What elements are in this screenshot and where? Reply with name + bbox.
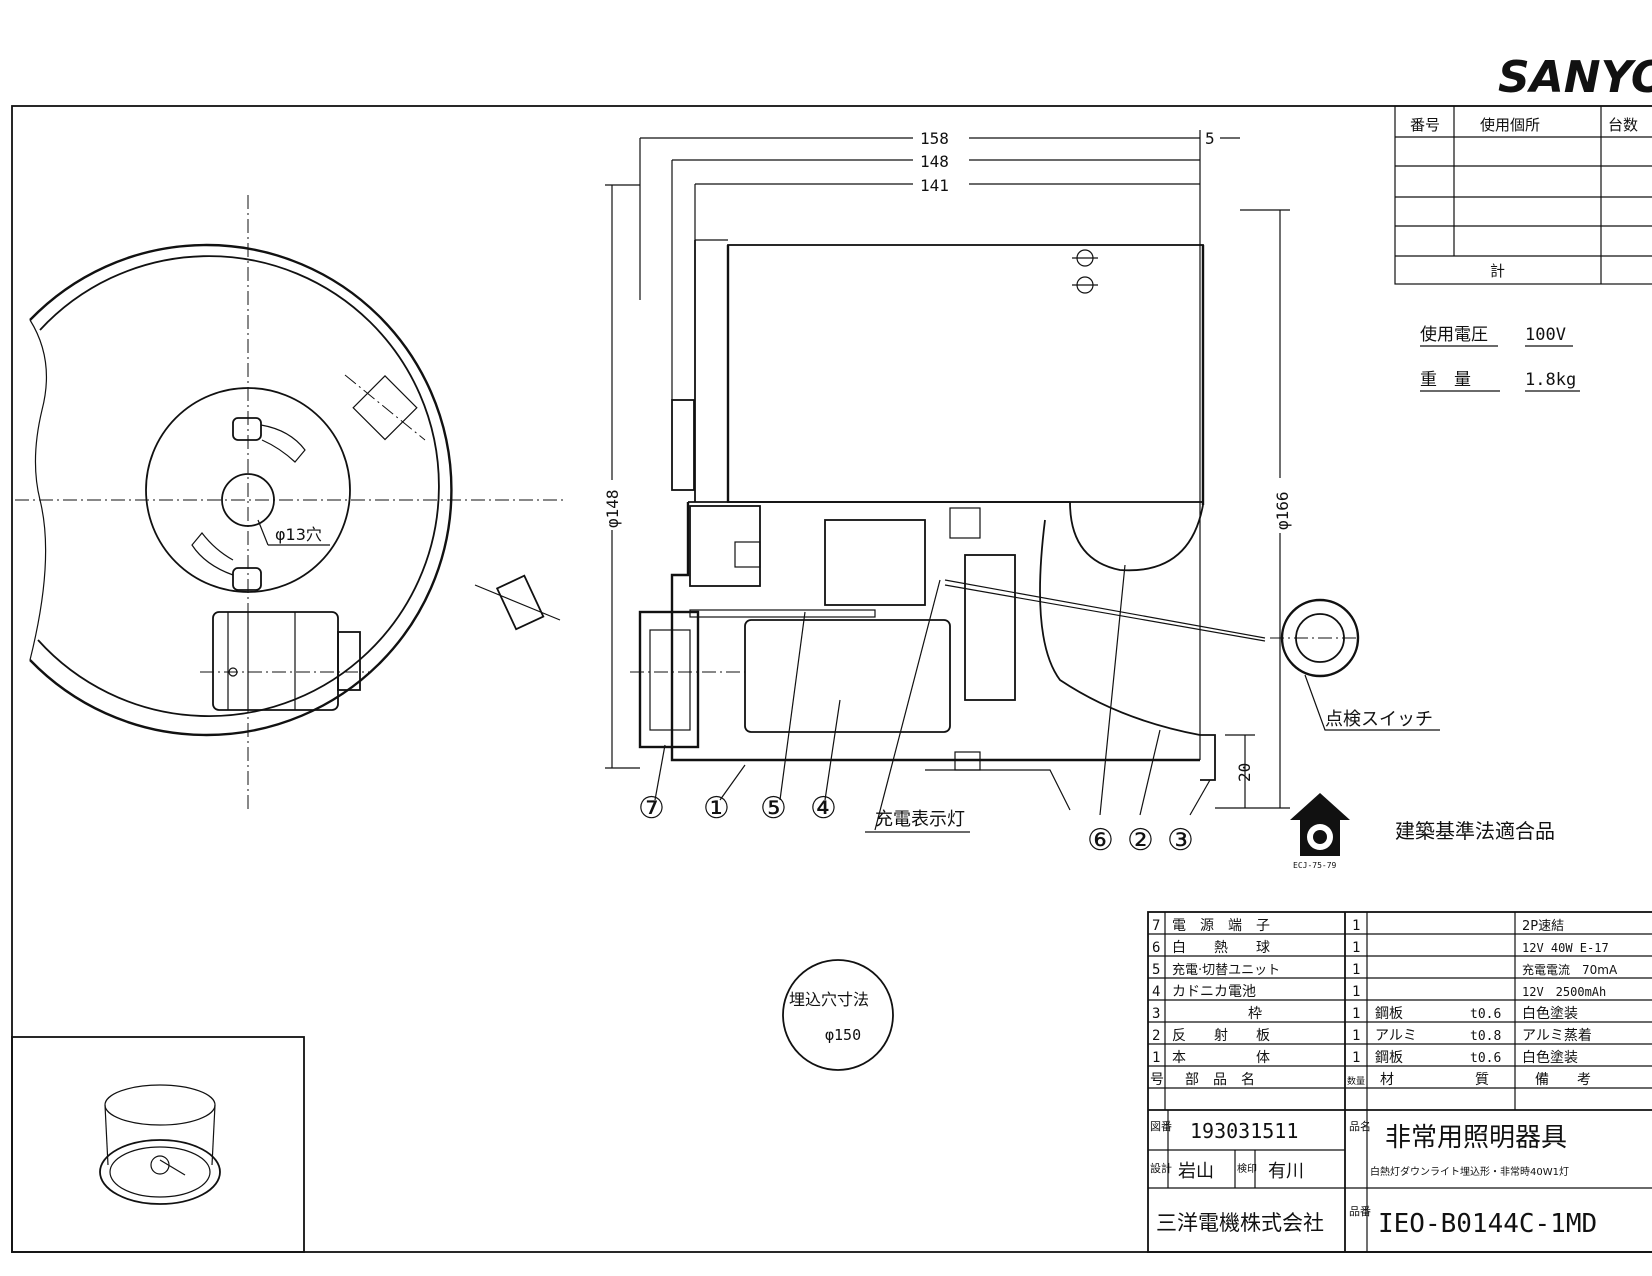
part-row-2-material: アルミ xyxy=(1375,1028,1417,1044)
hole-dim-label: φ13穴 xyxy=(275,525,322,544)
part-row-4-qty: 1 xyxy=(1352,984,1360,1000)
approve-label: 検印 xyxy=(1237,1162,1257,1175)
part-row-1-thick: t0.6 xyxy=(1470,1051,1501,1066)
product-name-label: 品名 xyxy=(1349,1119,1371,1133)
usage-table: 番号 使用個所 台数 計 xyxy=(1394,105,1652,285)
weight-value: 1.8kg xyxy=(1525,370,1576,390)
compliance-code: ECJ-75-79 xyxy=(1293,861,1337,870)
section-view: 158 148 141 5 xyxy=(598,126,1360,811)
cutout-value: φ150 xyxy=(825,1026,861,1044)
part-row-1-no: 1 xyxy=(1152,1050,1160,1066)
product-name: 非常用照明器具 xyxy=(1385,1123,1567,1153)
callout-5: ⑤ xyxy=(760,791,787,826)
part-row-1-material: 鋼板 xyxy=(1375,1050,1403,1066)
part-row-2-no: 2 xyxy=(1152,1028,1160,1044)
part-row-6-no: 6 xyxy=(1152,940,1160,956)
parts-header-no: 号 xyxy=(1150,1072,1164,1088)
usage-header-count: 台数 xyxy=(1608,116,1638,134)
part-row-5-name: 充電·切替ユニット xyxy=(1172,962,1280,978)
dim-dia-148: φ148 xyxy=(603,489,622,528)
brand-logo: SANYO xyxy=(1498,52,1652,103)
drawing-no-label: 図番 xyxy=(1150,1120,1172,1133)
title-block: 図番 193031511 設計 岩山 検印 有川 三洋電機株式会社 品名 非常用… xyxy=(1148,1110,1652,1252)
callouts: ⑦ ① ⑤ ④ ⑥ ② ③ 充電表示灯 点検スイッチ xyxy=(638,564,1440,858)
part-row-4-name: カドニカ電池 xyxy=(1172,984,1256,1000)
designer: 岩山 xyxy=(1178,1161,1214,1182)
part-row-2-qty: 1 xyxy=(1352,1028,1360,1044)
compliance-label: 建築基準法適合品 xyxy=(1395,819,1555,843)
dim-20: 20 xyxy=(1235,763,1254,782)
specs: 使用電圧 100V 重 量 1.8kg xyxy=(1420,324,1580,392)
product-no: IEO-B0144C-1MD xyxy=(1378,1209,1597,1239)
perspective-view xyxy=(11,1036,305,1253)
part-row-4-note: 12V 2500mAh xyxy=(1522,985,1606,999)
company-name: 三洋電機株式会社 xyxy=(1156,1211,1324,1235)
callout-6: ⑥ xyxy=(1087,823,1114,858)
part-row-1-name: 本 体 xyxy=(1172,1050,1270,1066)
product-no-label: 品番 xyxy=(1349,1205,1371,1218)
charge-lamp-label: 充電表示灯 xyxy=(875,809,965,830)
design-label: 設計 xyxy=(1150,1161,1172,1175)
part-row-2-note: アルミ蒸着 xyxy=(1522,1028,1592,1044)
voltage-label: 使用電圧 xyxy=(1420,324,1488,345)
part-row-2-thick: t0.8 xyxy=(1470,1029,1501,1044)
part-row-1-note: 白色塗装 xyxy=(1522,1049,1578,1066)
voltage-value: 100V xyxy=(1525,325,1566,345)
drawing-no: 193031511 xyxy=(1190,1119,1298,1143)
dim-148: 148 xyxy=(920,152,949,171)
part-row-5-note: 充電電流 70mA xyxy=(1522,962,1618,977)
part-row-7-name: 電 源 端 子 xyxy=(1172,918,1270,934)
dim-dia-166: φ166 xyxy=(1273,491,1292,530)
part-row-6-name: 白 熱 球 xyxy=(1172,940,1270,956)
callout-1: ① xyxy=(703,791,730,826)
parts-header-name: 部 品 名 xyxy=(1185,1072,1255,1088)
compliance-mark: ECJ-75-79 建築基準法適合品 xyxy=(1290,793,1555,870)
usage-header-place: 使用個所 xyxy=(1480,116,1540,134)
part-row-3-no: 3 xyxy=(1152,1006,1160,1022)
part-row-6-note: 12V 40W E-17 xyxy=(1522,941,1609,955)
part-row-7-qty: 1 xyxy=(1352,918,1360,934)
cutout-note: 埋込穴寸法 φ150 xyxy=(782,959,894,1071)
callout-4: ④ xyxy=(810,791,837,826)
part-row-6-qty: 1 xyxy=(1352,940,1360,956)
part-row-1-qty: 1 xyxy=(1352,1050,1360,1066)
parts-header-thick: 質 xyxy=(1475,1072,1489,1088)
part-row-7-note: 2P速結 xyxy=(1522,919,1564,934)
cutout-label: 埋込穴寸法 xyxy=(789,990,869,1009)
part-row-4-no: 4 xyxy=(1152,984,1160,1000)
weight-label: 重 量 xyxy=(1420,370,1471,390)
callout-3: ③ xyxy=(1167,823,1194,858)
approver: 有川 xyxy=(1268,1161,1304,1182)
part-row-3-thick: t0.6 xyxy=(1470,1007,1501,1022)
parts-header-qty: 数量 xyxy=(1347,1075,1365,1087)
product-desc: 白熱灯ダウンライト埋込形・非常時40W1灯 xyxy=(1370,1165,1569,1178)
parts-table: 7 電 源 端 子 1 2P速結 6 白 熱 球 1 12V 40W E-17 … xyxy=(1147,911,1652,1253)
callout-2: ② xyxy=(1127,823,1154,858)
dim-158: 158 xyxy=(920,129,949,148)
parts-header-note: 備 考 xyxy=(1535,1072,1591,1088)
part-row-2-name: 反 射 板 xyxy=(1172,1028,1270,1044)
part-row-5-no: 5 xyxy=(1152,962,1160,978)
dim-gap-5: 5 xyxy=(1205,129,1215,148)
usage-header-no: 番号 xyxy=(1410,116,1440,134)
parts-header-material: 材 xyxy=(1380,1072,1394,1088)
part-row-3-qty: 1 xyxy=(1352,1006,1360,1022)
part-row-3-note: 白色塗装 xyxy=(1522,1005,1578,1022)
usage-total-label: 計 xyxy=(1490,262,1505,280)
part-row-5-qty: 1 xyxy=(1352,962,1360,978)
drawing-frame xyxy=(11,105,1652,1253)
part-row-3-material: 鋼板 xyxy=(1375,1006,1403,1022)
dim-141: 141 xyxy=(920,176,949,195)
part-row-7-no: 7 xyxy=(1152,918,1160,934)
callout-7: ⑦ xyxy=(638,791,665,826)
test-switch-label: 点検スイッチ xyxy=(1325,709,1433,730)
plan-view: φ13穴 xyxy=(15,195,565,810)
part-row-3-name: 枠 xyxy=(1248,1006,1262,1022)
